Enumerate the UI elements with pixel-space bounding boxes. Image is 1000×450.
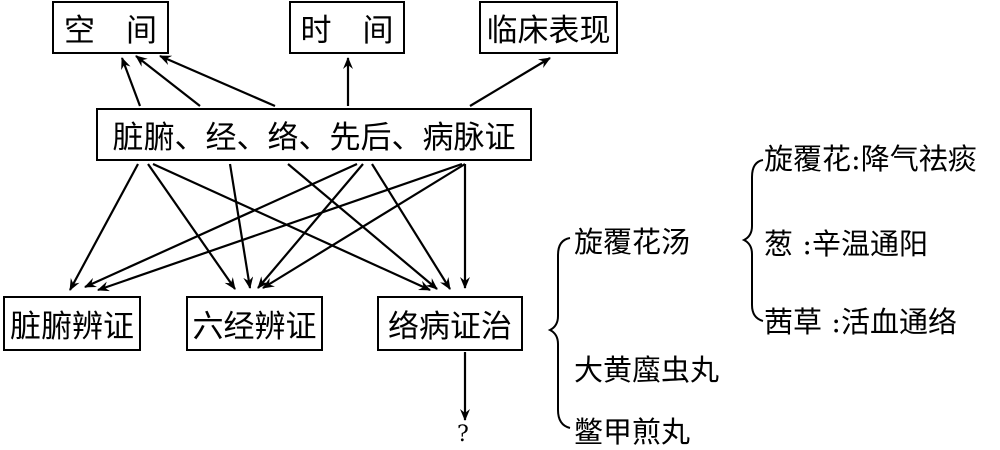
arrow-center-to-zangfu (97, 162, 463, 292)
arrow-center-to-zangfu (69, 163, 139, 291)
arrow-center-to-liujing (262, 163, 466, 289)
herb-item: 旋覆花:降气祛痰 (764, 142, 977, 176)
arrow-center-to-space (159, 54, 276, 108)
formula-item: 鳖甲煎丸 (574, 415, 691, 449)
formula-item: 旋覆花汤 (574, 225, 691, 259)
arrow-center-to-zangfu (84, 162, 358, 289)
arrow-center-to-clinical (469, 57, 551, 107)
arrow-center-to-luobing (371, 163, 451, 290)
node-space: 空 间 (52, 1, 169, 54)
node-zangfu-label: 脏腑辨证 (10, 309, 134, 345)
brace-formulas (547, 237, 571, 429)
arrow-center-to-luobing (152, 162, 431, 292)
node-liujing-label: 六经辨证 (192, 309, 317, 345)
node-luobing-label: 络病证治 (388, 309, 512, 345)
arrow-center-to-space (135, 55, 201, 107)
herb-item: 葱 :辛温通阳 (764, 227, 928, 261)
node-space-label: 空 间 (64, 13, 157, 49)
node-time: 时 间 (289, 1, 405, 54)
node-liujing: 六经辨证 (186, 296, 323, 351)
arrow-center-to-space (120, 57, 142, 107)
formula-item: 大黄䗪虫丸 (574, 353, 720, 387)
arrow-center-to-liujing (257, 163, 364, 289)
node-center-label: 脏腑、经、络、先后、病脉证 (112, 120, 516, 156)
arrow-center-to-liujing (147, 163, 236, 290)
node-clinical: 临床表现 (479, 1, 618, 54)
node-time-label: 时 间 (300, 13, 394, 49)
node-zangfu: 脏腑辨证 (3, 296, 141, 351)
brace-herbs (741, 159, 764, 322)
node-luobing: 络病证治 (377, 296, 523, 351)
node-unknown: ? (457, 422, 469, 447)
node-clinical-label: 临床表现 (486, 13, 611, 49)
node-center: 脏腑、经、络、先后、病脉证 (96, 108, 532, 161)
herb-item: 茜草 :活血通络 (764, 305, 957, 339)
arrow-center-to-liujing (228, 163, 254, 289)
